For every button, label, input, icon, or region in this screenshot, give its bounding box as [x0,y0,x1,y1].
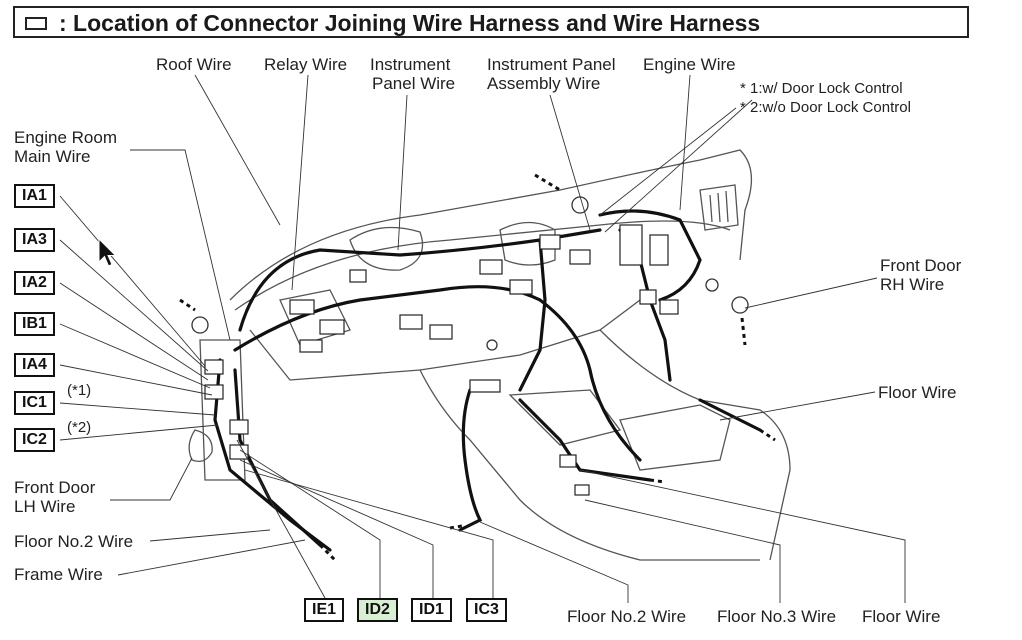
label-front-door-lh-2: LH Wire [14,497,76,516]
connector-code-ib1: IB1 [14,312,55,336]
connector-code-ic2: IC2 [14,428,55,452]
label-floor-wire-bottom: Floor Wire [862,607,941,626]
label-relay-wire: Relay Wire [264,55,348,74]
label-engine-wire: Engine Wire [643,55,736,74]
connector-code-id1: ID1 [411,598,452,622]
connector-note-ic2: (*2) [67,419,92,436]
label-floor-no3-wire-bottom: Floor No.3 Wire [717,607,837,626]
title-square-icon [25,17,47,30]
page-title: : Location of Connector Joining Wire Har… [59,10,761,36]
label-ip-assembly-wire-2: Assembly Wire [487,74,601,93]
grommets [191,196,749,351]
connector-code-ie1: IE1 [304,598,345,622]
connector-code-ic3: IC3 [466,598,507,622]
title-box: : Location of Connector Joining Wire Har… [13,6,969,38]
label-instrument-panel-wire-2: Panel Wire [372,74,456,93]
label-front-door-rh-2: RH Wire [880,275,945,294]
harness-bundles [213,209,762,552]
mouse-cursor-icon [98,238,117,267]
connector-code-ia4: IA4 [14,353,55,377]
dashboard-outline [188,149,791,561]
label-instrument-panel-wire-1: Instrument [370,55,451,74]
leader-lines [59,74,906,603]
connector-note-ic1: (*1) [67,382,92,399]
note-2: * 2:w/o Door Lock Control [740,99,911,116]
label-front-door-rh-1: Front Door [880,256,962,275]
note-1: * 1:w/ Door Lock Control [740,80,903,97]
label-engine-room-main-1: Engine Room [14,128,118,147]
connector-code-ic1: IC1 [14,391,55,415]
label-floor-wire-right: Floor Wire [878,383,957,402]
wire-ends [179,173,776,562]
connector-code-ia2: IA2 [14,271,55,295]
label-frame-wire: Frame Wire [14,565,103,584]
label-floor-no2-wire-bottom: Floor No.2 Wire [567,607,687,626]
label-engine-room-main-2: Main Wire [14,147,91,166]
connector-code-ia3: IA3 [14,228,55,252]
label-roof-wire: Roof Wire [156,55,232,74]
label-front-door-lh-1: Front Door [14,478,96,497]
connector-code-ia1: IA1 [14,184,55,208]
label-ip-assembly-wire-1: Instrument Panel [487,55,616,74]
connector-code-id2: ID2 [357,598,398,622]
label-floor-no2-wire-left: Floor No.2 Wire [14,532,134,551]
connector-blocks [204,224,679,496]
